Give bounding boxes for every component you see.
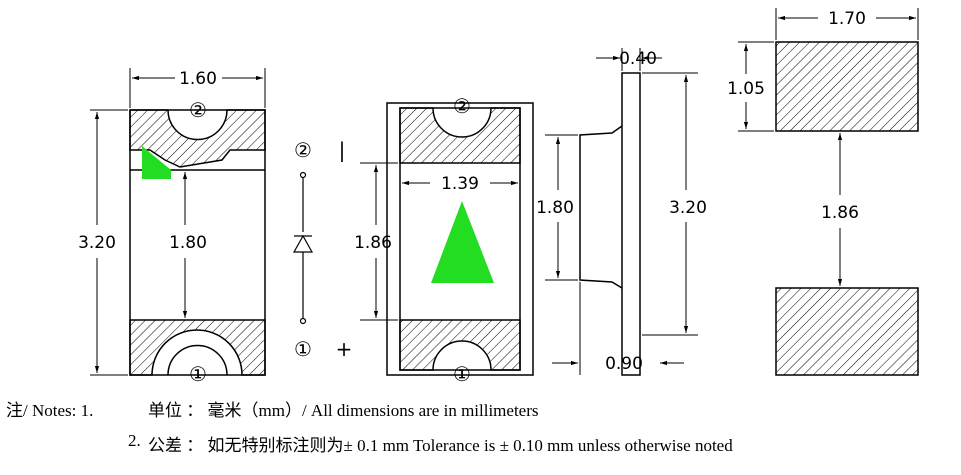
side-view <box>579 72 641 376</box>
dim-inner-length: 1.80 <box>169 233 207 253</box>
front-bottom-terminal <box>129 319 266 376</box>
pad-layout <box>775 41 919 376</box>
notes-prefix: 注/ Notes: 1. <box>6 401 94 420</box>
dim-side-lens: 1.80 <box>536 198 574 218</box>
top-inner-outline <box>399 107 521 371</box>
front-top-terminal <box>129 109 266 168</box>
top-view <box>386 102 534 376</box>
side-lens <box>579 125 623 289</box>
side-dims <box>545 48 698 375</box>
pin2-label-front: ② <box>189 98 207 122</box>
top-view-upper-terminal <box>399 107 521 164</box>
schematic-pin2: ② <box>294 138 312 162</box>
dim-side-height: 3.20 <box>669 198 707 218</box>
front-bottom-notch <box>167 344 228 376</box>
dim-side-thickness: 0.40 <box>619 49 657 69</box>
diode-symbol <box>292 171 314 325</box>
polarity-marker <box>142 146 171 179</box>
note-1: 单位 ： 毫米（mm）/ All dimensions are in milli… <box>148 401 539 420</box>
top-outer-outline <box>386 102 534 376</box>
pad-dims <box>738 8 919 286</box>
front-dims <box>90 68 266 376</box>
dim-pad-width: 1.70 <box>828 9 866 29</box>
anode-mark: + <box>336 337 353 361</box>
note-2-number: 2. <box>128 431 141 450</box>
dim-pad-spacing: 1.86 <box>354 233 392 253</box>
dim-pad-gap: 1.86 <box>821 203 859 223</box>
front-body-outline <box>129 109 266 376</box>
dim-side-base: 0.90 <box>605 354 643 374</box>
front-view <box>129 109 266 376</box>
dim-pad-height: 1.05 <box>727 79 765 99</box>
dim-height: 3.20 <box>78 233 116 253</box>
solder-pad-top <box>775 41 919 132</box>
top-dims <box>360 162 518 321</box>
cathode-mark: | <box>339 138 346 162</box>
top-view-lower-terminal <box>399 319 521 371</box>
dim-top-width: 1.60 <box>179 69 217 89</box>
pin1-label-top: ① <box>453 362 471 385</box>
lens-marker <box>431 201 494 283</box>
schematic-pin1: ① <box>294 337 312 361</box>
solder-pad-bottom <box>775 287 919 376</box>
dim-lens-width: 1.39 <box>441 174 479 194</box>
pin1-label-front: ① <box>189 362 207 385</box>
pin2-label-top: ② <box>453 94 471 118</box>
note-2: 公差 ： 如无特别标注则为± 0.1 mm Tolerance is ± 0.1… <box>148 436 733 455</box>
side-body <box>621 72 641 376</box>
package-drawing: 1.60 3.20 1.80 ② ① ② | ① + 1.39 1.86 ② ① <box>78 8 919 385</box>
